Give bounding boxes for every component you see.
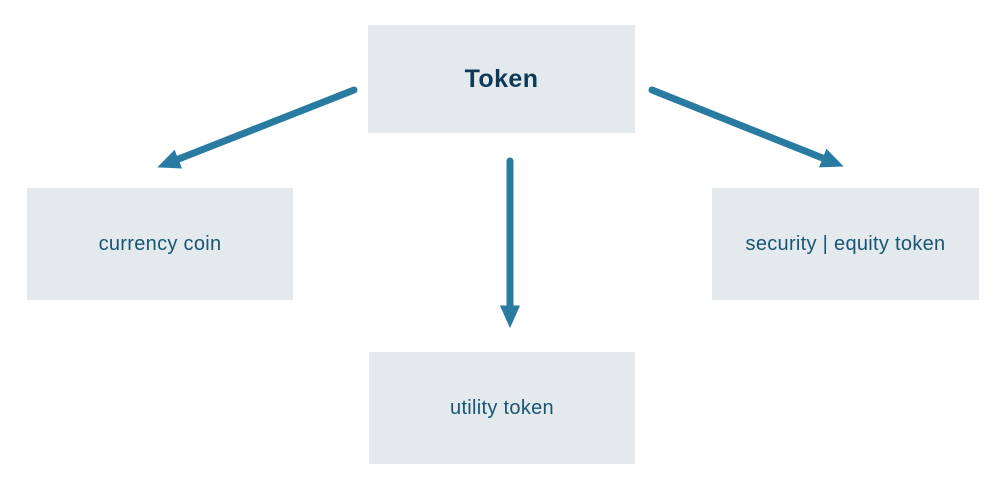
- arrow-token-to-security-equity-token: [648, 86, 844, 168]
- node-currency-coin: currency coin: [27, 188, 293, 300]
- node-security-equity-token: security | equity token: [712, 188, 979, 300]
- node-utility-token-label: utility token: [450, 396, 554, 419]
- node-token: Token: [368, 25, 635, 133]
- node-currency-coin-label: currency coin: [98, 232, 222, 255]
- node-token-label: Token: [464, 64, 539, 93]
- node-utility-token: utility token: [369, 352, 635, 464]
- node-security-equity-token-label: security | equity token: [745, 232, 946, 255]
- arrow-token-to-currency-coin: [157, 86, 358, 169]
